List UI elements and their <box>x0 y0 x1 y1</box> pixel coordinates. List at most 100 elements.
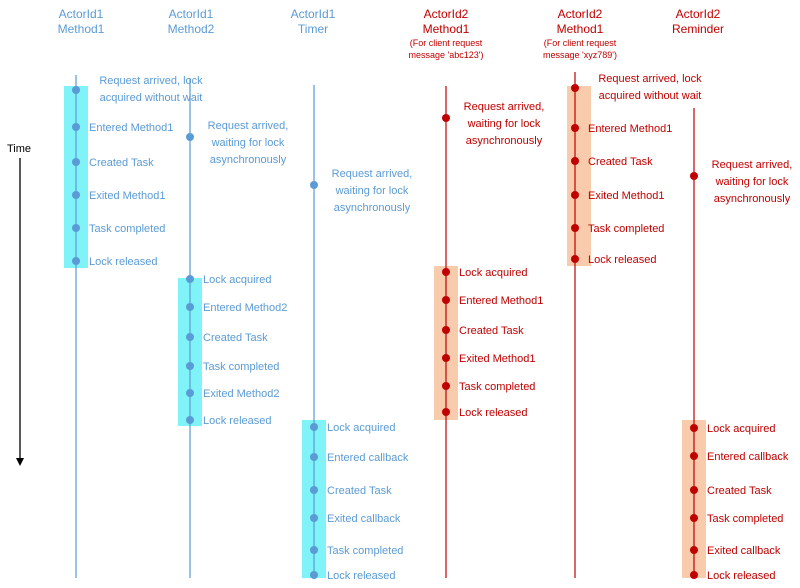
event-label-a1m2: Request arrived, <box>208 120 289 132</box>
column-header-a2r: ActorId2 <box>676 7 721 21</box>
event-dot-a2m1a <box>442 408 450 416</box>
event-label-a2r: Task completed <box>707 513 783 525</box>
event-dot-a1t <box>310 453 318 461</box>
event-label-a1t: Lock released <box>327 570 396 582</box>
event-dot-a2r <box>690 514 698 522</box>
event-label-a1m1: Created Task <box>89 157 154 169</box>
event-dot-a2m1b <box>571 124 579 132</box>
column-header-a1m1: Method1 <box>58 22 105 36</box>
event-dot-a2m1b <box>571 84 579 92</box>
event-dot-a2m1a <box>442 296 450 304</box>
event-label-a1m1: Lock released <box>89 256 158 268</box>
event-dot-a1t <box>310 514 318 522</box>
event-label-a2m1a: Lock acquired <box>459 267 528 279</box>
event-dot-a1m1 <box>72 224 80 232</box>
event-label-a1t: Request arrived, <box>332 168 413 180</box>
event-dot-a1m2 <box>186 362 194 370</box>
time-axis: Time <box>7 143 31 466</box>
event-label-a2m1a: waiting for lock <box>467 118 541 130</box>
event-dot-a1m1 <box>72 257 80 265</box>
event-label-a2m1a: Exited Method1 <box>459 353 535 365</box>
event-label-a2m1a: asynchronously <box>466 135 543 147</box>
event-label-a1m1: Task completed <box>89 223 165 235</box>
event-dot-a1t <box>310 181 318 189</box>
column-header-a1m1: ActorId1 <box>59 7 104 21</box>
event-dot-a2r <box>690 546 698 554</box>
event-label-a2m1b: Task completed <box>588 223 664 235</box>
event-label-a2r: Lock acquired <box>707 423 776 435</box>
column-header-a2m1a: ActorId2 <box>424 7 469 21</box>
column-header-a2m1b: ActorId2 <box>558 7 603 21</box>
event-label-a1t: Lock acquired <box>327 422 396 434</box>
event-label-a1m2: Lock acquired <box>203 274 272 286</box>
event-dot-a1m2 <box>186 389 194 397</box>
event-label-a1m1: Request arrived, lock <box>99 75 203 87</box>
lock-held-band-a2m1b <box>567 86 591 266</box>
event-label-a1m2: Created Task <box>203 332 268 344</box>
event-label-a1m2: Exited Method2 <box>203 388 279 400</box>
event-label-a1t: Created Task <box>327 485 392 497</box>
event-label-a1m2: waiting for lock <box>211 137 285 149</box>
event-dot-a1t <box>310 571 318 579</box>
event-label-a2r: Lock released <box>707 570 776 582</box>
event-label-a1t: Entered callback <box>327 452 409 464</box>
column-header-a2m1a: Method1 <box>423 22 470 36</box>
event-label-a1t: Task completed <box>327 545 403 557</box>
event-label-a1m2: Task completed <box>203 361 279 373</box>
event-label-a1m2: Lock released <box>203 415 272 427</box>
event-label-a1t: asynchronously <box>334 202 411 214</box>
event-label-a2m1b: acquired without wait <box>599 90 702 102</box>
event-label-a2r: Exited callback <box>707 545 781 557</box>
event-label-a1m1: acquired without wait <box>100 92 203 104</box>
column-header-a1t: Timer <box>298 22 328 36</box>
event-dot-a2m1a <box>442 268 450 276</box>
column-subheader-a2m1b: (For client request <box>544 38 617 48</box>
event-dot-a2m1a <box>442 354 450 362</box>
event-dot-a1t <box>310 423 318 431</box>
event-label-a2m1a: Entered Method1 <box>459 295 543 307</box>
event-label-a2r: asynchronously <box>714 193 791 205</box>
event-dot-a1m2 <box>186 333 194 341</box>
event-label-a1m2: asynchronously <box>210 154 287 166</box>
event-label-a1m1: Entered Method1 <box>89 122 173 134</box>
event-dot-a1m2 <box>186 303 194 311</box>
event-label-a1t: waiting for lock <box>335 185 409 197</box>
event-label-a2m1a: Lock released <box>459 407 528 419</box>
event-label-a2r: waiting for lock <box>715 176 789 188</box>
event-dot-a1m2 <box>186 133 194 141</box>
event-label-a1m2: Entered Method2 <box>203 302 287 314</box>
column-subheader-a2m1a: message 'abc123') <box>409 50 484 60</box>
event-label-a2m1b: Lock released <box>588 254 657 266</box>
column-header-a1t: ActorId1 <box>291 7 336 21</box>
event-dot-a1m1 <box>72 86 80 94</box>
event-dot-a1t <box>310 546 318 554</box>
event-dot-a2m1b <box>571 224 579 232</box>
column-header-a1m2: ActorId1 <box>169 7 214 21</box>
event-dot-a2m1b <box>571 157 579 165</box>
event-dot-a2m1b <box>571 191 579 199</box>
event-label-a2m1b: Exited Method1 <box>588 190 664 202</box>
event-dot-a1t <box>310 486 318 494</box>
event-label-a2m1a: Request arrived, <box>464 101 545 113</box>
event-dot-a1m2 <box>186 416 194 424</box>
event-dot-a2r <box>690 486 698 494</box>
event-label-a2r: Request arrived, <box>712 159 793 171</box>
event-dot-a1m1 <box>72 191 80 199</box>
event-dot-a2r <box>690 452 698 460</box>
event-dot-a1m1 <box>72 123 80 131</box>
event-dot-a2r <box>690 172 698 180</box>
event-label-a2r: Entered callback <box>707 451 789 463</box>
event-label-a2m1b: Created Task <box>588 156 653 168</box>
event-label-a2r: Created Task <box>707 485 772 497</box>
time-axis-arrowhead-icon <box>16 458 24 466</box>
event-dot-a2m1a <box>442 326 450 334</box>
event-dot-a2m1b <box>571 255 579 263</box>
event-label-a2m1b: Entered Method1 <box>588 123 672 135</box>
column-header-a2r: Reminder <box>672 22 724 36</box>
event-label-a1t: Exited callback <box>327 513 401 525</box>
event-label-a2m1b: Request arrived, lock <box>598 73 702 85</box>
column-header-a2m1b: Method1 <box>557 22 604 36</box>
event-label-a1m1: Exited Method1 <box>89 190 165 202</box>
event-dot-a2m1a <box>442 382 450 390</box>
